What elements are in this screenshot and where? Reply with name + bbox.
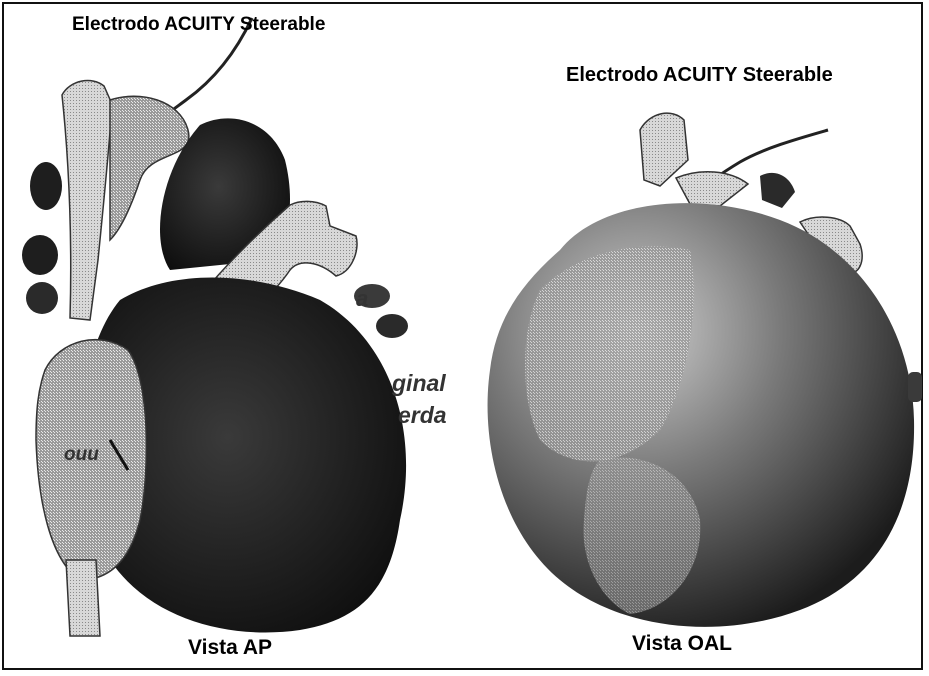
electrode-label-ap: Electrodo ACUITY Steerable [72, 14, 325, 36]
partial-label-4: ouu [64, 444, 99, 466]
heart-oal-view [488, 113, 922, 627]
partial-label-2: ginal [392, 370, 446, 397]
view-label-ap: Vista AP [188, 636, 272, 660]
view-label-oal: Vista OAL [632, 632, 732, 656]
electrode-label-oal: Electrodo ACUITY Steerable [566, 64, 833, 87]
partial-label-3: erda [398, 402, 447, 429]
partial-label-1: a [356, 286, 368, 312]
heart-ap-view [22, 18, 408, 636]
